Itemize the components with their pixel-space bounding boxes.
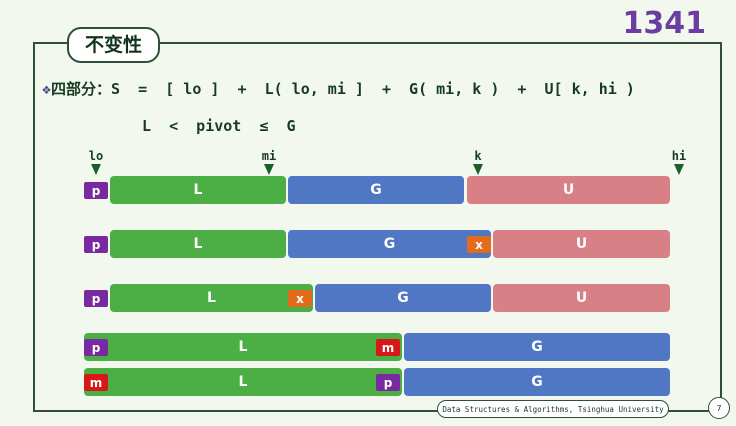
- segment-g: G: [288, 176, 464, 204]
- page-number: 1341: [622, 6, 707, 41]
- pointer-lo: lo: [81, 149, 111, 175]
- partition-formula: ❖四部分：S = [ lo ] + L( lo, mi ] + G( mi, k…: [42, 78, 635, 99]
- footer-page-number: 7: [708, 397, 730, 419]
- slide-title: 不变性: [67, 27, 161, 63]
- segment-l: L: [110, 284, 313, 312]
- partition-row-1: p L G x U: [0, 176, 736, 204]
- last-l-m-tag: m: [84, 374, 108, 391]
- segment-u-label: U: [562, 182, 575, 198]
- down-arrow-icon: [674, 164, 684, 175]
- pivot-tag: p: [376, 374, 400, 391]
- pivot-tag: p: [84, 182, 108, 199]
- pivot-tag: p: [84, 290, 108, 307]
- segment-g: G: [315, 284, 491, 312]
- segment-u: U: [493, 230, 670, 258]
- segment-l: L: [110, 230, 286, 258]
- current-x-tag: x: [288, 290, 312, 307]
- segment-g: G: [404, 368, 670, 396]
- pointer-k: k: [463, 149, 493, 175]
- pointer-hi-label: hi: [671, 149, 687, 163]
- partition-row-4: L p m G: [0, 333, 736, 361]
- down-arrow-icon: [264, 164, 274, 175]
- segment-g: G: [404, 333, 670, 361]
- pointer-mi: mi: [254, 149, 284, 175]
- current-x-tag: x: [467, 236, 491, 253]
- pointer-k-label: k: [474, 149, 482, 163]
- pointer-mi-label: mi: [261, 149, 277, 163]
- pointer-lo-label: lo: [88, 149, 104, 163]
- diamond-bullet-icon: ❖: [42, 80, 52, 98]
- pointer-hi: hi: [664, 149, 694, 175]
- pivot-tag: p: [84, 339, 108, 356]
- footer-credit: Data Structures & Algorithms, Tsinghua U…: [437, 400, 669, 418]
- formula-expression: S = [ lo ] + L( lo, mi ] + G( mi, k ) + …: [111, 80, 635, 98]
- segment-u: U: [493, 284, 670, 312]
- formula-label: 四部分：: [51, 80, 112, 98]
- partition-row-5: L m p G: [0, 368, 736, 396]
- content-frame: [33, 42, 722, 412]
- segment-g: G: [288, 230, 491, 258]
- segment-l: L: [84, 368, 402, 396]
- partition-row-2: p L G x U: [0, 230, 736, 258]
- invariant-relation: L < pivot ≤ G: [142, 117, 296, 135]
- down-arrow-icon: [91, 164, 101, 175]
- last-l-m-tag: m: [376, 339, 400, 356]
- segment-l: L: [110, 176, 286, 204]
- pivot-tag: p: [84, 236, 108, 253]
- down-arrow-icon: [473, 164, 483, 175]
- segment-u: U: [467, 176, 670, 204]
- partition-row-3: p L x G U: [0, 284, 736, 312]
- segment-l: L: [84, 333, 402, 361]
